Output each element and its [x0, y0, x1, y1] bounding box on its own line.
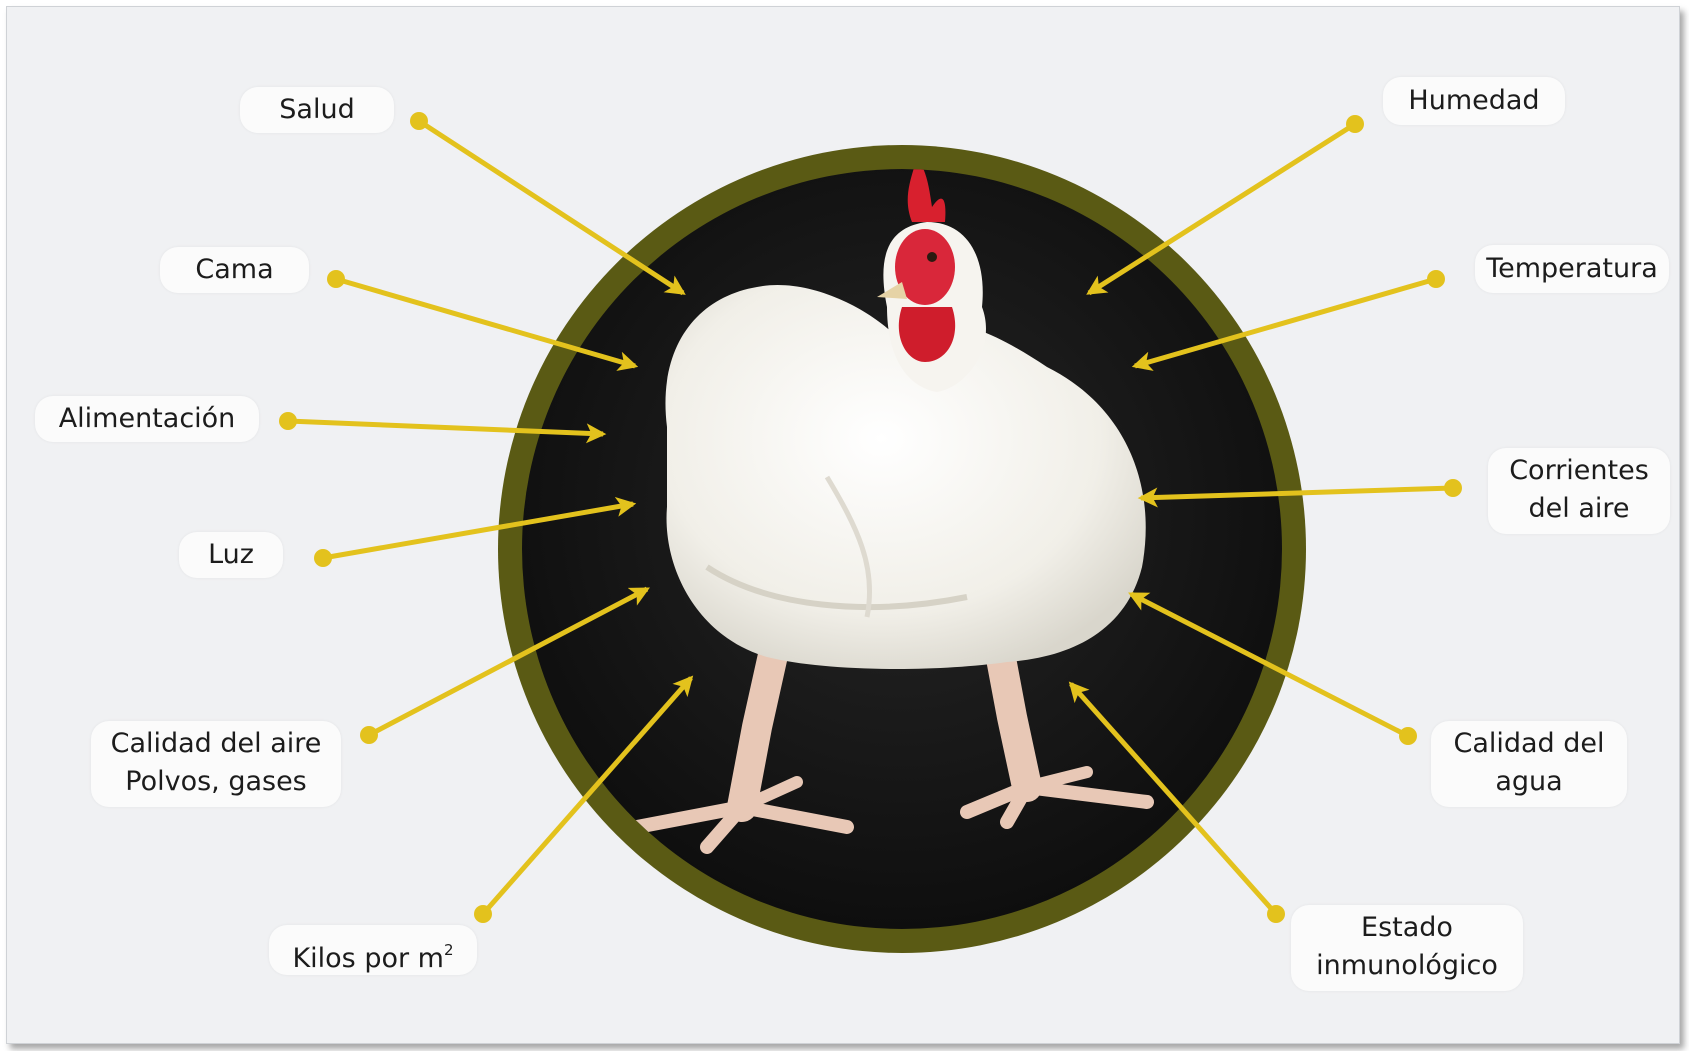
label-calidad-aire: Calidad del aire Polvos, gases	[91, 721, 341, 807]
label-temperatura: Temperatura	[1475, 245, 1669, 293]
arrow-dot-temperatura	[1427, 270, 1445, 288]
arrow-dot-calidad-aire	[360, 726, 378, 744]
diagram-frame: Salud Cama Alimentación Luz Calidad del …	[6, 6, 1680, 1044]
label-cama-text: Cama	[160, 247, 309, 293]
label-alimentacion: Alimentación	[35, 396, 259, 442]
label-humedad: Humedad	[1383, 77, 1565, 125]
label-luz: Luz	[179, 532, 283, 578]
arrow-dot-cama	[327, 270, 345, 288]
label-salud: Salud	[240, 87, 394, 133]
diagram-art	[7, 7, 1679, 1043]
arrow-salud	[419, 121, 683, 293]
label-calidad-aire-line1: Calidad del aire	[91, 725, 341, 763]
arrow-dot-estado	[1267, 905, 1285, 923]
chicken-eye	[927, 252, 937, 262]
label-estado-line1: Estado	[1291, 909, 1523, 947]
arrow-dot-luz	[314, 549, 332, 567]
label-corrientes-line2: del aire	[1488, 490, 1670, 528]
label-corrientes: Corrientes del aire	[1488, 448, 1670, 534]
label-salud-text: Salud	[240, 87, 394, 133]
label-estado-line2: inmunológico	[1291, 947, 1523, 985]
label-calidad-aire-line2: Polvos, gases	[91, 763, 341, 801]
label-kilos: Kilos por m2	[269, 925, 477, 975]
arrow-dot-calidad-agua	[1399, 727, 1417, 745]
arrow-humedad	[1089, 124, 1355, 293]
label-estado: Estado inmunológico	[1291, 905, 1523, 991]
label-luz-text: Luz	[179, 532, 283, 578]
arrow-dot-corrientes	[1444, 479, 1462, 497]
arrow-dot-humedad	[1346, 115, 1364, 133]
label-kilos-exponent: 2	[444, 941, 454, 959]
label-corrientes-line1: Corrientes	[1488, 452, 1670, 490]
label-calidad-agua-line2: agua	[1431, 763, 1627, 801]
arrow-dot-salud	[410, 112, 428, 130]
arrow-dot-alimentacion	[279, 412, 297, 430]
label-alimentacion-text: Alimentación	[35, 396, 259, 442]
label-cama: Cama	[160, 247, 309, 293]
label-kilos-text: Kilos por m	[292, 943, 444, 974]
label-calidad-agua: Calidad del agua	[1431, 721, 1627, 807]
label-temperatura-text: Temperatura	[1475, 245, 1669, 293]
label-kilos-line: Kilos por m2	[269, 925, 477, 984]
label-humedad-text: Humedad	[1383, 77, 1565, 125]
label-calidad-agua-line1: Calidad del	[1431, 725, 1627, 763]
arrow-dot-kilos	[474, 905, 492, 923]
